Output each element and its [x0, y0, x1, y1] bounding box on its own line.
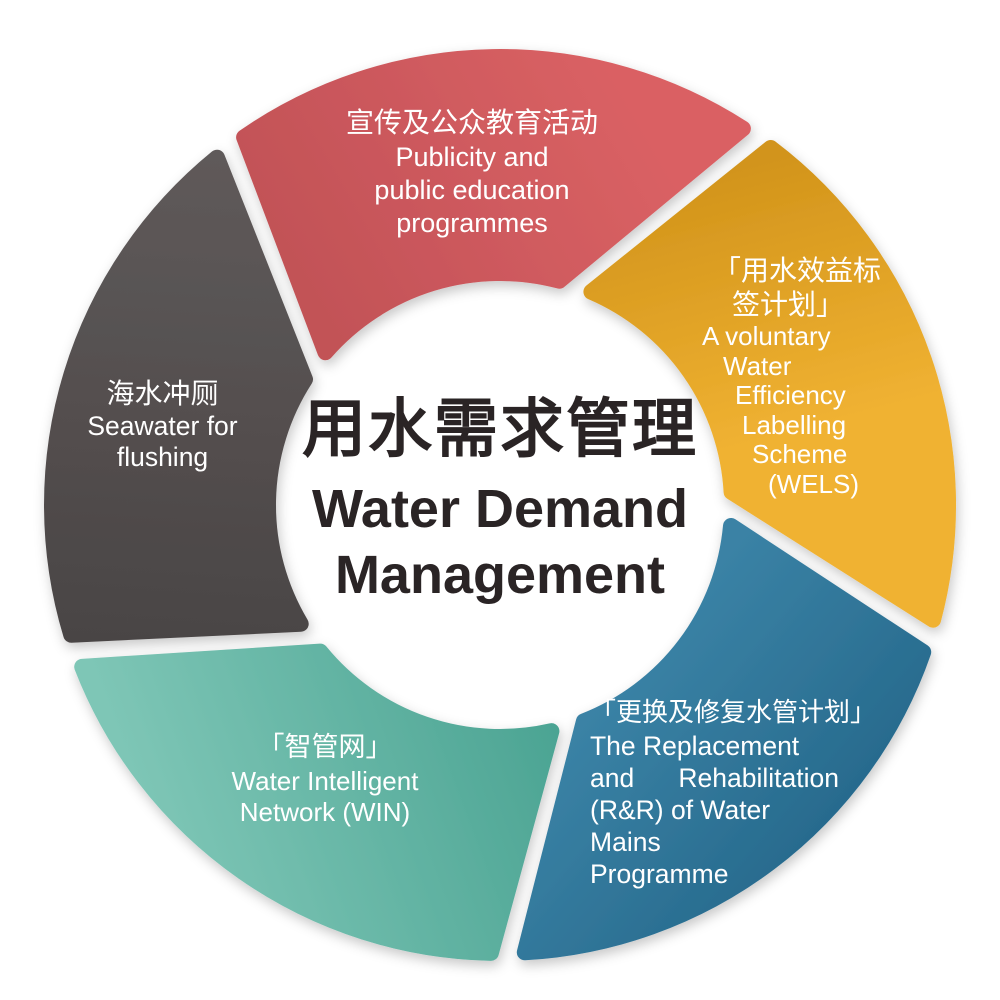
label-mains-rr-line-4: (R&R) of Water [590, 795, 771, 825]
label-publicity-line-2: Publicity and [395, 142, 549, 172]
label-seawater-line-2: Seawater for [87, 411, 238, 441]
label-wels-line-2: 签计划」 [732, 289, 845, 320]
label-mains-rr-line-2: The Replacement [590, 731, 800, 761]
segment-seawater-shape [44, 149, 313, 643]
center-title-zh: 用水需求管理 [302, 393, 698, 465]
label-wels-line-3: A voluntary [702, 321, 831, 351]
segments-group [44, 49, 956, 961]
segment-win-shape [74, 643, 560, 961]
label-wels-line-4: Water [723, 350, 792, 381]
label-wels-line-7: Scheme [752, 439, 848, 469]
center-title: 用水需求管理 Water Demand Management [200, 390, 800, 608]
label-win-line-2: Water Intelligent [231, 766, 419, 796]
label-publicity-line-4: programmes [396, 208, 548, 238]
segment-mains-rr-shape [516, 518, 932, 961]
center-title-en-line1: Water Demand [311, 479, 689, 539]
label-wels-line-1: 「用水效益标 [713, 255, 882, 286]
label-wels-line-5: Efficiency [735, 380, 846, 410]
label-publicity-line-3: public education [374, 175, 570, 205]
label-wels-line-8: (WELS) [768, 468, 859, 499]
label-win-line-3: Network (WIN) [239, 796, 411, 827]
label-publicity-line-1: 宣传及公众教育活动 [345, 107, 598, 138]
label-wels-line-6: Labelling [742, 409, 847, 440]
label-mains-rr-line-1: 「更换及修复水管计划」 [590, 697, 877, 727]
label-win-line-1: 「智管网」 [257, 732, 393, 762]
label-mains-rr-line-5: Mains [590, 827, 661, 857]
label-mains-rr-line-3: and Rehabilitation [590, 763, 839, 793]
center-title-en-line2: Management [334, 545, 666, 605]
label-seawater-line-1: 海水冲厕 [106, 378, 219, 409]
label-mains-rr-line-6: Programme [590, 859, 729, 889]
segment-publicity-shape [236, 49, 751, 361]
segment-wels-shape [583, 140, 956, 628]
label-seawater-line-3: flushing [116, 442, 209, 472]
